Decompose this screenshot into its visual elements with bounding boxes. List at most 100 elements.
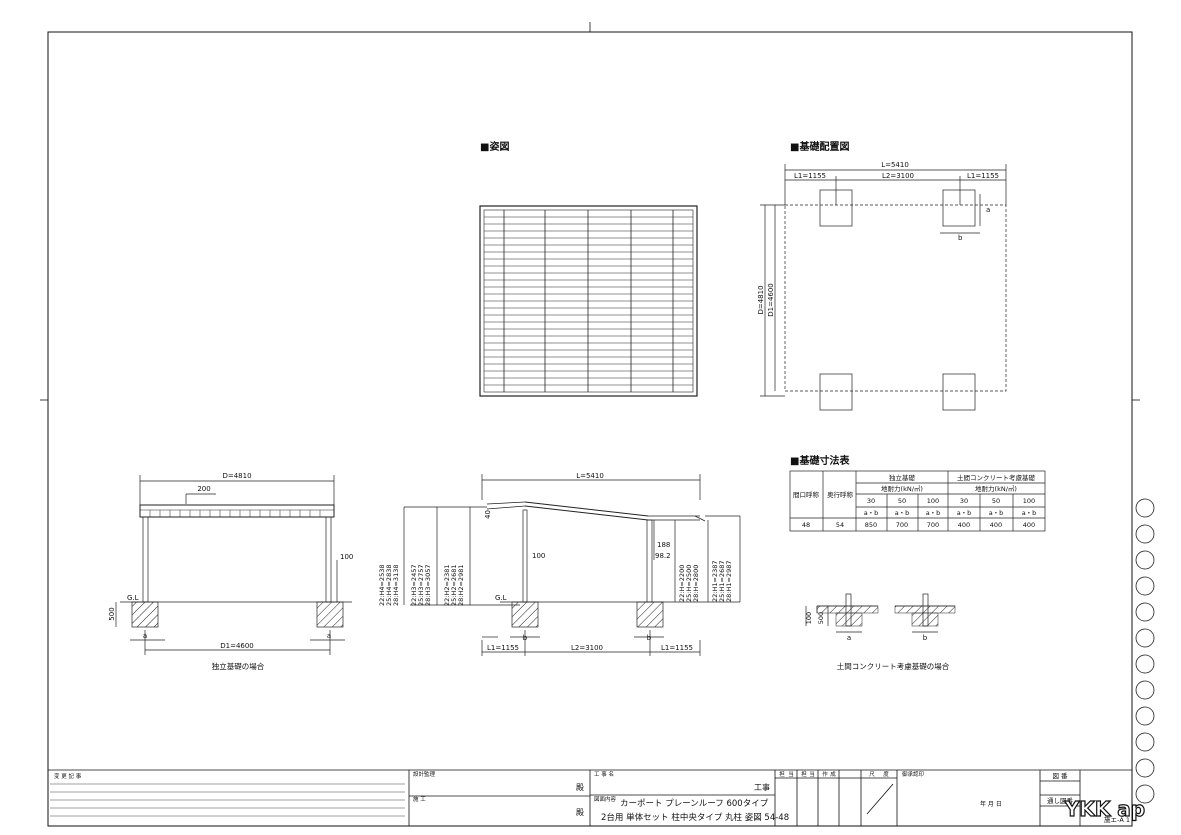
front-dim-L1-right: L1=1155 — [661, 644, 693, 652]
svg-text:700: 700 — [896, 521, 908, 529]
svg-text:当: 当 — [788, 770, 794, 778]
tb-approval: 御承認印 — [902, 770, 925, 778]
table-col-depth: 奥行呼称 — [827, 490, 854, 499]
tb-serial: 通し図番 — [1047, 796, 1074, 805]
svg-text:25:H2=2681: 25:H2=2681 — [450, 565, 458, 606]
svg-text:28:H=2800: 28:H=2800 — [692, 565, 700, 602]
svg-text:22:H=2200: 22:H=2200 — [678, 565, 686, 602]
svg-text:400: 400 — [1023, 521, 1035, 529]
table-ab-labels: a・b a・b a・b a・b a・b a・b — [864, 509, 1037, 517]
front-dim-188: 188 — [657, 541, 670, 549]
tb-revision: 変 更 記 事 — [54, 772, 82, 780]
margin-circles — [1135, 498, 1155, 804]
layout-dim-L: L=5410 — [881, 161, 909, 169]
tb-project-suffix: 工事 — [754, 782, 770, 792]
table-group-concrete: 土間コンクリート考慮基礎 — [957, 473, 1036, 482]
svg-text:a・b: a・b — [926, 509, 941, 517]
sheet-border — [40, 22, 1140, 827]
front-footing-left — [511, 601, 539, 628]
svg-text:54: 54 — [836, 521, 844, 529]
side-dim-100: 100 — [340, 553, 353, 561]
tb-dono-1: 殿 — [576, 783, 584, 792]
tb-content-label: 図面内容 — [594, 795, 617, 803]
concrete-footing-b — [911, 612, 939, 627]
svg-text:28:H3=3057: 28:H3=3057 — [424, 565, 432, 606]
tb-contractor: 施 工 — [413, 795, 426, 803]
svg-text:700: 700 — [927, 521, 939, 529]
table-row: 48 54 850 700 700 400 400 400 — [802, 521, 1035, 529]
tb-date: 年 月 日 — [980, 800, 1002, 808]
svg-text:28:H4=3138: 28:H4=3138 — [392, 565, 400, 606]
svg-text:当: 当 — [809, 770, 815, 778]
table-bearing-concrete: 地耐力(kN/㎡) — [975, 484, 1017, 493]
heading-foundation-layout: ■基礎配置図 — [790, 140, 849, 153]
front-elevation — [403, 474, 741, 656]
svg-text:尺: 尺 — [869, 771, 875, 778]
side-footing-left — [131, 601, 159, 628]
svg-text:30: 30 — [867, 497, 875, 505]
svg-text:22:H2=2381: 22:H2=2381 — [443, 565, 451, 606]
svg-text:a・b: a・b — [1022, 509, 1037, 517]
tb-title-2: 2台用 単体セット 柱中央タイプ 丸柱 姿図 54-48 — [601, 812, 789, 823]
roof-plan — [479, 205, 698, 397]
svg-text:22:H4=2538: 22:H4=2538 — [378, 565, 386, 606]
svg-text:100: 100 — [1023, 497, 1035, 505]
title-block — [48, 769, 1132, 826]
svg-text:担: 担 — [779, 770, 785, 778]
concrete-dim-a: a — [847, 634, 851, 642]
table-group-indep: 独立基礎 — [889, 473, 916, 482]
svg-text:成: 成 — [830, 770, 836, 778]
svg-text:25:H1=2687: 25:H1=2687 — [718, 561, 726, 602]
front-gl-label: G.L — [495, 594, 507, 602]
svg-text:50: 50 — [898, 497, 906, 505]
table-bearing-values: 30 50 100 30 50 100 — [867, 497, 1035, 505]
side-footing-right — [316, 601, 344, 628]
heading-elevation: ■姿図 — [480, 140, 509, 153]
svg-text:担: 担 — [801, 770, 807, 778]
front-dim-b-left: b — [523, 634, 528, 642]
front-dim-L2: L2=3100 — [571, 644, 603, 652]
tb-design-supervisor: 設計監理 — [413, 770, 436, 778]
svg-text:25:H4=2838: 25:H4=2838 — [385, 565, 393, 606]
table-col-open: 間口呼称 — [793, 490, 820, 499]
svg-text:作: 作 — [822, 770, 828, 778]
heading-foundation-table: ■基礎寸法表 — [790, 454, 850, 467]
svg-text:100: 100 — [927, 497, 939, 505]
svg-text:28:H1=2987: 28:H1=2987 — [725, 561, 733, 602]
front-dim-40: 40 — [484, 510, 492, 519]
foundation-table — [789, 470, 1046, 532]
front-dim-100: 100 — [532, 552, 545, 560]
tb-dono-2: 殿 — [576, 808, 584, 817]
svg-text:a・b: a・b — [989, 509, 1004, 517]
side-dim-D: D=4810 — [222, 472, 251, 480]
svg-text:22:H3=2457: 22:H3=2457 — [410, 565, 418, 606]
layout-dim-D1: D1=4600 — [767, 283, 775, 317]
svg-text:25:H3=2757: 25:H3=2757 — [417, 565, 425, 606]
layout-dim-L2: L2=3100 — [882, 172, 914, 180]
side-dim-D1: D1=4600 — [220, 642, 254, 650]
right-height-labels: 22:H=2200 25:H=2500 28:H=2800 22:H1=2387… — [678, 561, 733, 602]
layout-dim-L1-left: L1=1155 — [794, 172, 826, 180]
layout-dim-a: a — [986, 206, 990, 214]
left-height-labels: 22:H4=2538 25:H4=2838 28:H4=3138 22:H3=2… — [378, 565, 465, 606]
side-dim-a-right: a — [327, 632, 331, 640]
front-dim-98: 98.2 — [655, 552, 671, 560]
svg-text:400: 400 — [990, 521, 1002, 529]
svg-text:度: 度 — [883, 770, 889, 778]
front-footing-right — [636, 601, 664, 628]
concrete-dim-b: b — [923, 634, 928, 642]
tb-drawing-no: 図 番 — [1052, 772, 1068, 780]
concrete-footing-a — [835, 612, 863, 627]
layout-dim-D: D=4810 — [757, 285, 765, 314]
ykk-ap-logo: YKK ap — [1064, 797, 1145, 821]
side-dim-500: 500 — [108, 607, 116, 620]
svg-text:a・b: a・b — [957, 509, 972, 517]
tb-project-label: 工 事 名 — [594, 770, 614, 778]
front-dim-L: L=5410 — [576, 472, 604, 480]
roof-slats — [484, 216, 693, 386]
concrete-dim-500: 500 — [817, 612, 825, 624]
layout-dim-b: b — [958, 234, 963, 242]
concrete-slab-b — [894, 605, 956, 614]
table-bearing-indep: 地耐力(kN/㎡) — [881, 484, 923, 493]
